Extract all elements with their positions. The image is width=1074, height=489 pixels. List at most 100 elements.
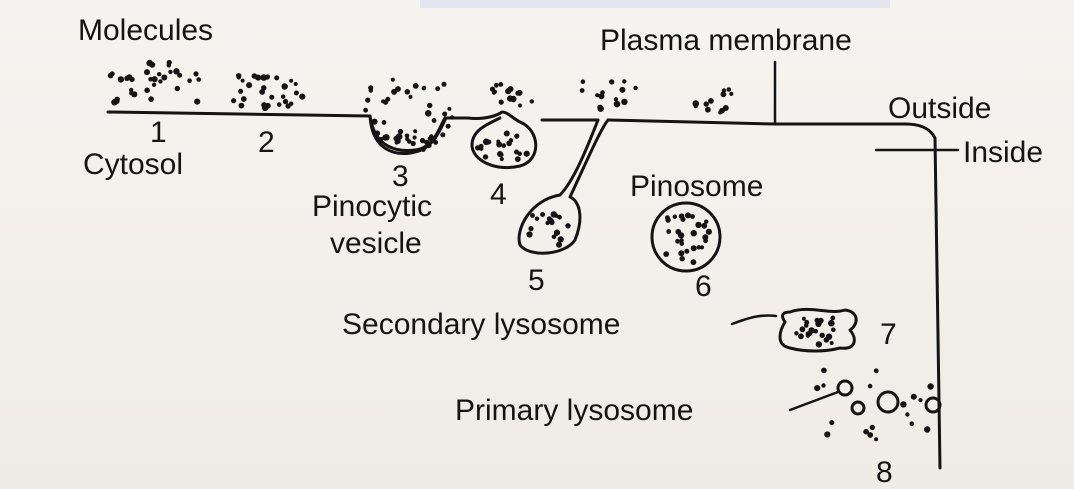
molecule-dot xyxy=(299,94,305,100)
molecule-dot xyxy=(867,432,873,438)
molecule-dot xyxy=(830,316,835,321)
molecule-dot xyxy=(718,111,722,115)
molecule-dot xyxy=(274,75,279,80)
molecule-dot xyxy=(425,110,432,117)
molecule-dot xyxy=(821,383,825,387)
molecule-dot xyxy=(619,87,625,93)
molecule-dot xyxy=(874,437,878,441)
primary-lysosome-leader xyxy=(790,392,838,410)
molecule-dot xyxy=(816,341,822,347)
label-secondary-lysosome: Secondary lysosome xyxy=(342,310,620,340)
molecule-dot xyxy=(504,131,510,137)
molecule-dot xyxy=(665,215,670,220)
molecule-dot xyxy=(798,333,804,339)
stage-number-7: 7 xyxy=(880,320,897,350)
molecule-dot xyxy=(187,78,192,83)
molecule-dot xyxy=(621,99,627,105)
molecule-dot xyxy=(675,239,680,244)
molecule-dot xyxy=(818,318,824,324)
molecule-dot xyxy=(158,79,162,83)
molecule-dot xyxy=(193,71,198,76)
molecule-dot xyxy=(161,75,167,81)
stage-number-4: 4 xyxy=(490,180,507,210)
molecule-dot xyxy=(552,235,557,240)
molecule-dot xyxy=(545,221,549,225)
molecule-dot xyxy=(239,103,245,109)
molecule-dot xyxy=(918,398,922,402)
molecule-dot xyxy=(282,83,288,89)
molecule-dot xyxy=(518,104,522,108)
molecule-dot xyxy=(706,229,712,235)
molecule-dot xyxy=(427,103,432,108)
molecule-dot xyxy=(118,76,124,82)
molecule-dot xyxy=(517,90,523,96)
molecule-dot xyxy=(800,326,806,332)
molecule-dot xyxy=(261,102,267,108)
molecule-dot xyxy=(695,222,701,228)
molecule-dot xyxy=(723,105,729,111)
molecule-dot xyxy=(581,79,586,84)
molecule-dot xyxy=(870,425,875,430)
molecule-dot xyxy=(405,89,411,95)
molecule-dot xyxy=(148,77,153,82)
molecule-dot xyxy=(704,101,709,106)
molecule-dot xyxy=(283,99,288,104)
molecule-dot xyxy=(365,98,370,103)
molecule-dot xyxy=(237,75,241,79)
molecule-dot xyxy=(442,82,447,87)
molecule-dot xyxy=(633,86,637,90)
molecule-dot xyxy=(530,99,534,103)
molecule-dot xyxy=(152,83,156,87)
molecule-dot xyxy=(814,329,819,334)
molecule-dot xyxy=(680,217,685,222)
molecule-dot xyxy=(924,426,930,432)
molecule-dot xyxy=(168,70,172,74)
label-pinosome: Pinosome xyxy=(630,172,763,202)
molecule-dot xyxy=(446,124,451,129)
molecule-dot xyxy=(483,139,490,146)
molecule-dot xyxy=(405,137,409,141)
molecule-dot xyxy=(565,223,570,228)
molecule-dot xyxy=(435,86,440,91)
molecule-dot xyxy=(694,104,698,108)
label-cytosol: Cytosol xyxy=(83,150,183,180)
stage-number-1: 1 xyxy=(150,118,167,148)
molecule-dot xyxy=(663,251,669,257)
molecule-dot xyxy=(535,217,539,221)
stage-number-8: 8 xyxy=(876,458,893,488)
molecule-dot xyxy=(148,96,154,102)
molecule-dot xyxy=(540,212,545,217)
molecule-dot xyxy=(269,95,274,100)
molecule-dot xyxy=(294,91,299,96)
molecule-dot xyxy=(678,250,684,256)
molecule-dot xyxy=(673,215,677,219)
molecule-dot xyxy=(820,333,825,338)
molecule-dot xyxy=(421,147,426,152)
molecule-dot xyxy=(685,212,691,218)
molecule-dot xyxy=(526,231,532,237)
molecule-dot xyxy=(528,226,533,231)
molecule-dot xyxy=(422,86,427,91)
molecule-dot xyxy=(691,245,697,251)
molecule-dot xyxy=(705,107,711,113)
molecule-dot xyxy=(498,82,503,87)
molecule-dot xyxy=(413,129,417,133)
molecule-dot xyxy=(379,137,383,141)
label-pinocytic-line1: Pinocytic xyxy=(312,192,432,222)
molecule-dot xyxy=(507,95,513,101)
channel-vesicle-5 xyxy=(519,120,608,253)
molecule-dot xyxy=(684,249,689,254)
molecule-dot xyxy=(426,143,431,148)
molecule-dot xyxy=(727,87,732,92)
molecule-dot xyxy=(375,130,381,136)
molecule-dot xyxy=(678,232,684,238)
molecule-dot xyxy=(409,95,413,99)
molecule-dot xyxy=(493,90,497,94)
molecule-dot xyxy=(806,334,810,338)
molecule-dot xyxy=(558,236,564,242)
molecule-dot xyxy=(496,142,502,148)
molecule-dot xyxy=(824,431,830,437)
label-inside: Inside xyxy=(963,138,1043,168)
molecule-dot xyxy=(259,89,265,95)
molecule-dot xyxy=(196,77,201,82)
